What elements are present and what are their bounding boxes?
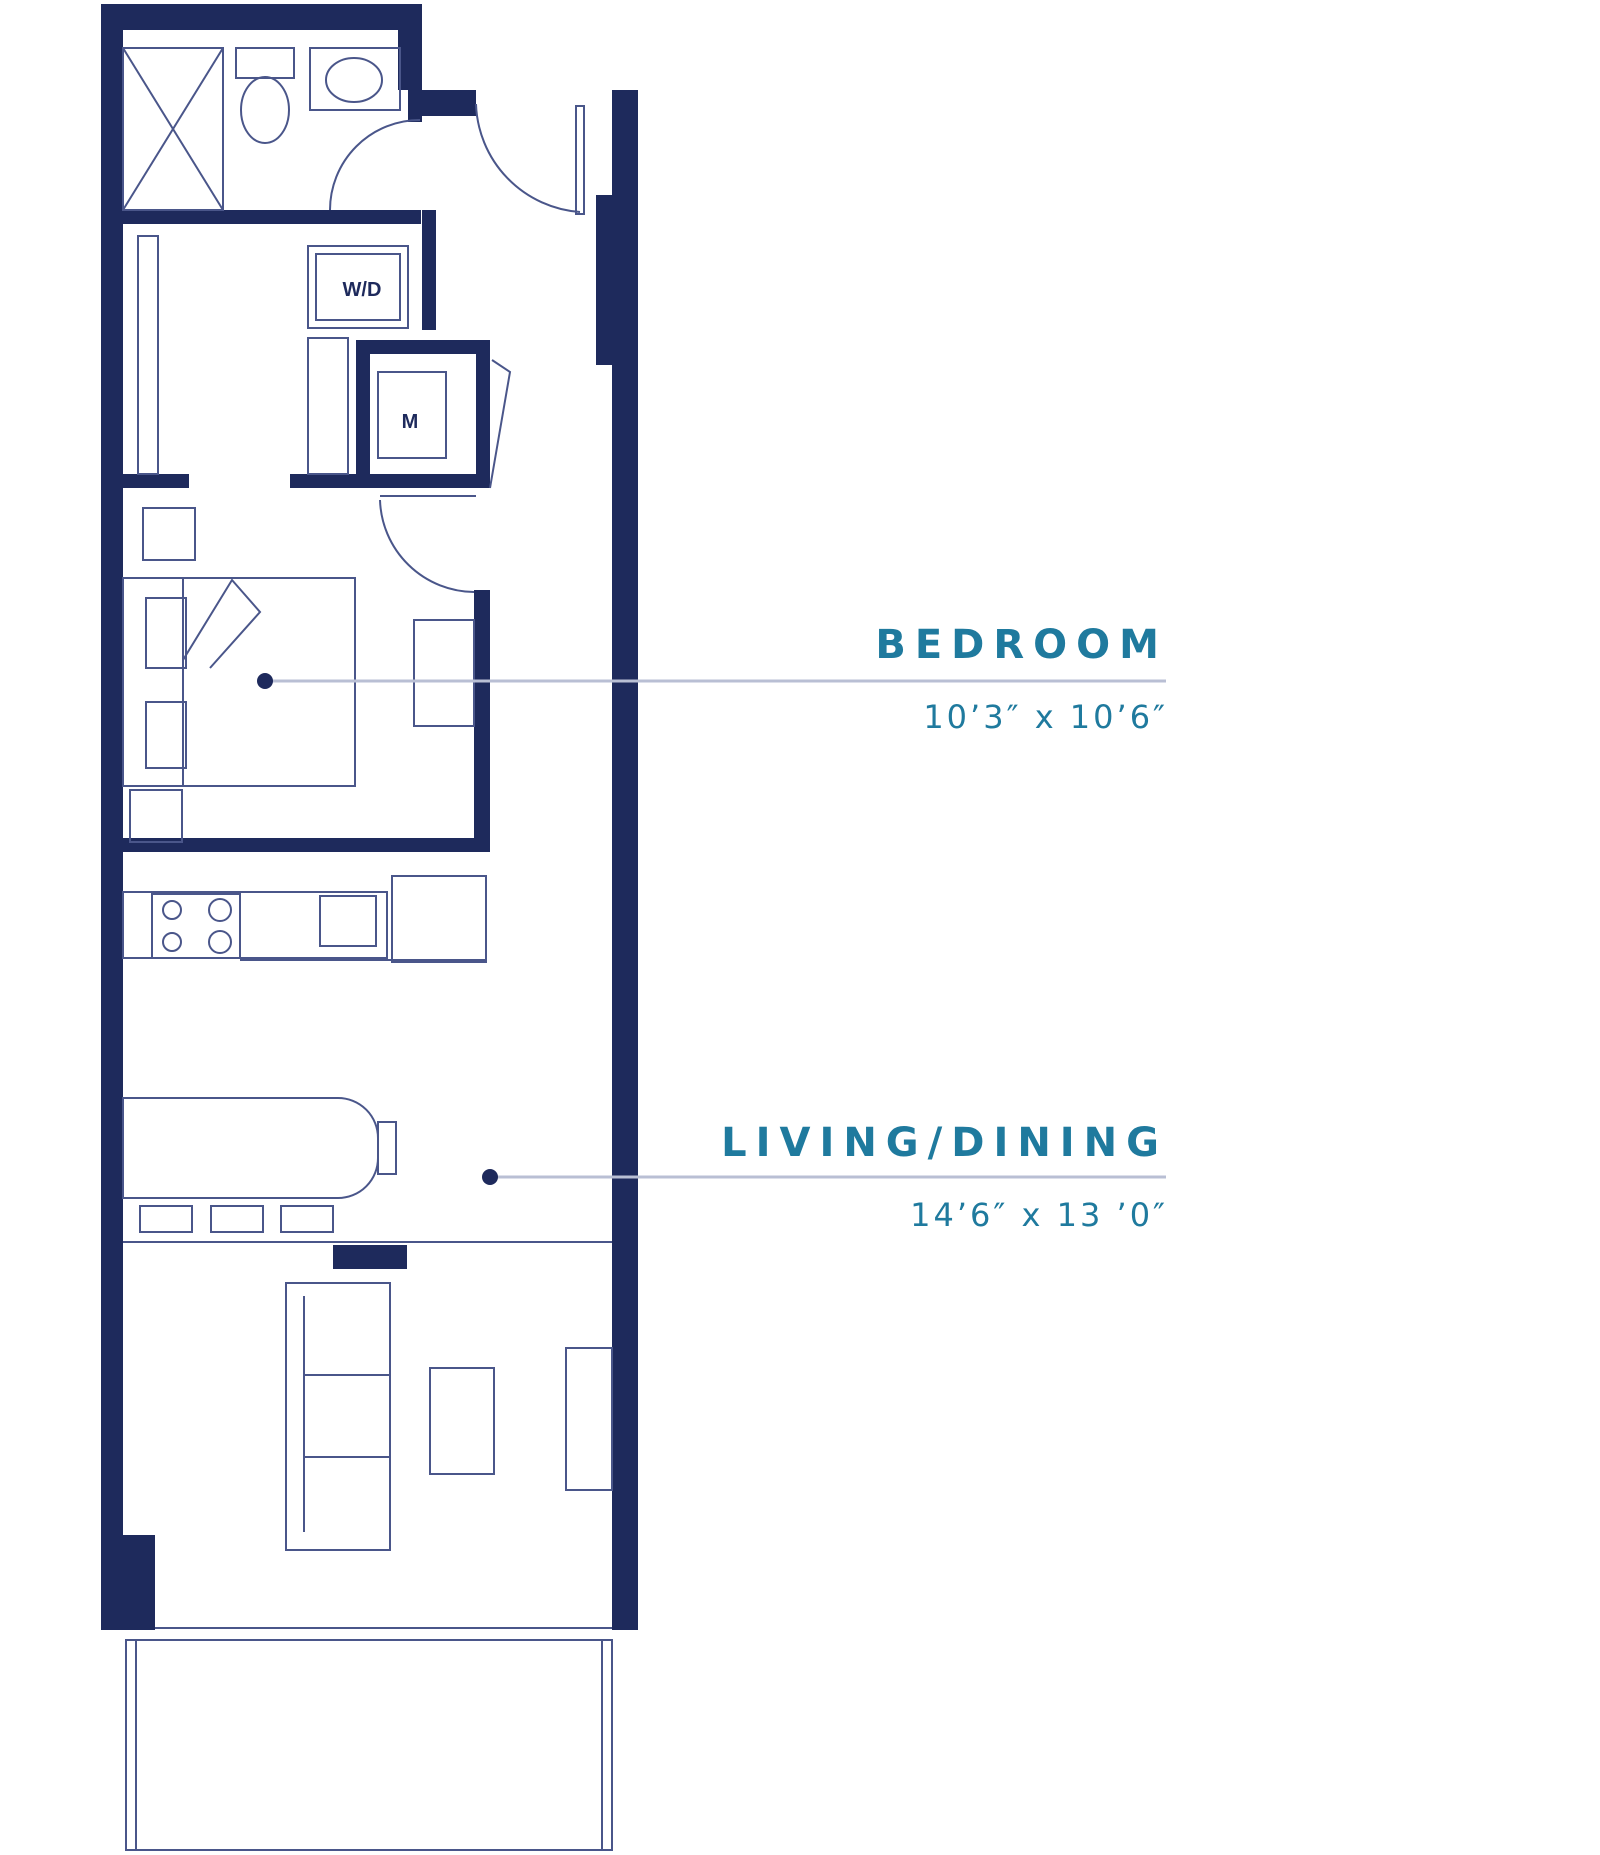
island-chair-2 [210, 1205, 264, 1233]
entry-wall-stub [421, 90, 476, 116]
mechanical-label: M [402, 411, 419, 433]
closet-bifold-door [489, 359, 512, 489]
closet-bottom-wall [370, 474, 490, 488]
vanity-sink [325, 57, 383, 103]
refrigerator [391, 875, 487, 963]
bath-right-wall [408, 4, 422, 122]
entry-door-swing [475, 103, 581, 213]
closet-top-wall [356, 340, 490, 354]
bedroom-top-wall-left [101, 474, 189, 488]
vanity [309, 47, 401, 111]
closet-right-wall [476, 340, 490, 488]
living-marker [482, 1169, 498, 1185]
island-chair-1 [139, 1205, 193, 1233]
burner-2 [208, 898, 232, 922]
cooktop [151, 893, 241, 959]
left-exterior-wall [101, 4, 123, 1624]
tv-unit [333, 1245, 407, 1269]
nightstand-bottom [129, 789, 183, 843]
fixtures [122, 47, 613, 1851]
living-dining-name: LIVING/DINING [721, 1120, 1168, 1166]
bedroom-label: BEDROOM 10’3″ x 10’6″ [875, 622, 1168, 736]
kitchen-sink [319, 895, 377, 947]
dresser [413, 619, 475, 727]
top-exterior-wall [101, 4, 421, 30]
bedroom-dimensions: 10’3″ x 10’6″ [923, 698, 1168, 736]
interior-walls [101, 4, 490, 1269]
sofa [285, 1282, 391, 1551]
island-chair-3 [280, 1205, 334, 1233]
console-table [565, 1347, 613, 1491]
living-dining-label: LIVING/DINING 14’6″ x 13 ’0″ [721, 1120, 1168, 1234]
balcony [125, 1639, 613, 1851]
burner-1 [162, 900, 182, 920]
bedroom-marker [257, 673, 273, 689]
shower-diagonal-2 [122, 47, 224, 211]
bath-bottom-wall [101, 210, 421, 224]
bath-door-swing [329, 119, 421, 211]
kitchen-counter [122, 891, 388, 959]
pillow-1 [145, 597, 187, 669]
shower [122, 47, 224, 211]
laundry-right-wall [422, 210, 436, 330]
bed-headboard [122, 577, 184, 787]
island-chair-end [377, 1121, 397, 1175]
right-wall-column [596, 195, 638, 365]
washer-dryer [307, 245, 409, 329]
living-dining-dimensions: 14’6″ x 13 ’0″ [910, 1196, 1168, 1234]
leader-lines [257, 673, 1166, 1185]
burner-3 [162, 932, 182, 952]
bedroom-name: BEDROOM [875, 622, 1168, 668]
bedroom-right-wall [474, 590, 490, 850]
entry-door-leaf [575, 105, 585, 215]
burner-4 [208, 930, 232, 954]
pillow-2 [145, 701, 187, 769]
bedroom-door-swing [379, 499, 475, 593]
nightstand-top [142, 507, 196, 561]
hall-closet-shelf [137, 235, 159, 475]
toilet-bowl [240, 76, 290, 144]
washer-dryer-inner [315, 253, 401, 321]
washer-dryer-label: W/D [343, 279, 382, 301]
mechanical-unit [377, 371, 447, 459]
coffee-table [429, 1367, 495, 1475]
bottom-left-column [101, 1535, 155, 1630]
toilet-tank [235, 47, 295, 79]
bedroom-bottom-wall [101, 838, 490, 852]
exterior-walls [101, 4, 638, 1630]
bedroom-top-wall-right [290, 474, 370, 488]
kitchen-island [122, 1097, 379, 1199]
closet-shelf [307, 337, 349, 475]
bed-turndown [182, 578, 262, 669]
closet-left-wall [356, 340, 370, 488]
